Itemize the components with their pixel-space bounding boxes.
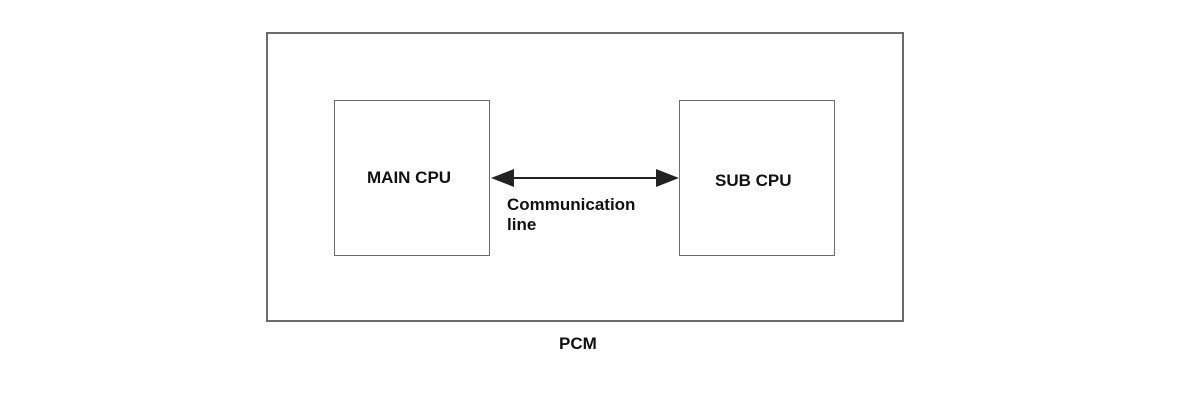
pcm-box xyxy=(266,32,904,322)
main-cpu-label: MAIN CPU xyxy=(367,168,452,187)
communication-label-line2: line xyxy=(507,215,537,234)
arrowhead-right xyxy=(656,169,679,187)
pcm-label: PCM xyxy=(559,334,597,353)
sub-cpu-label: SUB CPU xyxy=(715,171,792,190)
sub-cpu-box xyxy=(679,100,835,256)
communication-line-label: Communication line xyxy=(507,195,635,235)
communication-label-line1: Communication xyxy=(507,195,636,214)
main-cpu-box xyxy=(334,100,490,256)
arrowhead-left xyxy=(491,169,514,187)
